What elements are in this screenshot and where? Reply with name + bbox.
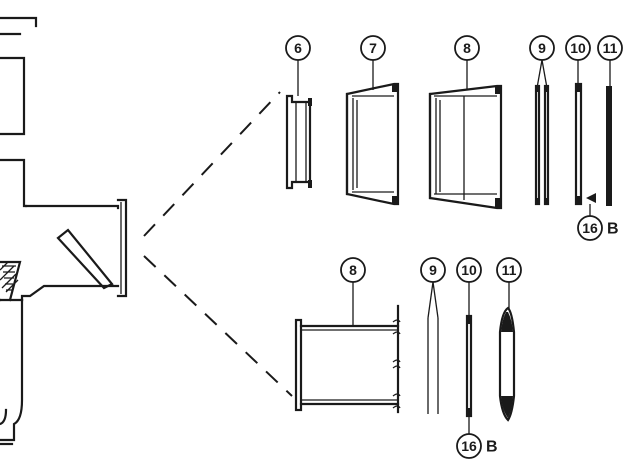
svg-text:B: B <box>607 221 619 238</box>
svg-text:8: 8 <box>463 40 471 56</box>
part-7-adaptor <box>345 82 400 206</box>
svg-text:11: 11 <box>502 262 517 278</box>
arrow-pointer-icon <box>586 193 596 203</box>
callout-9-lower: 9 <box>420 257 446 319</box>
svg-text:10: 10 <box>461 262 477 278</box>
svg-text:9: 9 <box>538 40 546 56</box>
callout-11-lower: 11 <box>496 257 522 310</box>
svg-text:10: 10 <box>570 40 586 56</box>
part-8-tube-upper <box>428 84 503 210</box>
leader-lines <box>143 91 293 397</box>
svg-text:9: 9 <box>429 262 437 278</box>
part-9-gaskets-upper <box>534 84 550 206</box>
svg-text:6: 6 <box>294 40 302 56</box>
svg-text:16: 16 <box>582 220 598 236</box>
callout-10-lower: 10 <box>456 257 482 316</box>
svg-text:7: 7 <box>369 40 377 56</box>
part-11-cover-lower <box>498 306 516 422</box>
callout-16b-upper: 16 B <box>577 204 619 241</box>
part-10-ring-upper <box>574 82 583 206</box>
callout-11-upper: 11 <box>597 35 623 86</box>
callout-10-upper: 10 <box>565 35 591 84</box>
svg-text:8: 8 <box>349 262 357 278</box>
callout-9-upper: 9 <box>529 35 555 89</box>
callout-8-lower: 8 <box>340 257 366 326</box>
part-11-ring-upper <box>606 86 612 206</box>
svg-text:B: B <box>486 439 498 456</box>
part-10-ring-lower <box>465 314 473 418</box>
callout-6: 6 <box>285 35 311 96</box>
skimmer-body <box>0 16 128 446</box>
part-6-collar <box>285 94 312 190</box>
part-9-gaskets-lower <box>427 318 439 414</box>
skimmer-basket <box>0 260 22 302</box>
callout-8-upper: 8 <box>454 35 480 90</box>
part-8-tube-lower <box>294 304 401 414</box>
callout-7: 7 <box>360 35 386 90</box>
svg-text:16: 16 <box>461 438 477 454</box>
callout-16b-lower: 16 B <box>456 416 498 459</box>
svg-text:11: 11 <box>603 40 618 56</box>
